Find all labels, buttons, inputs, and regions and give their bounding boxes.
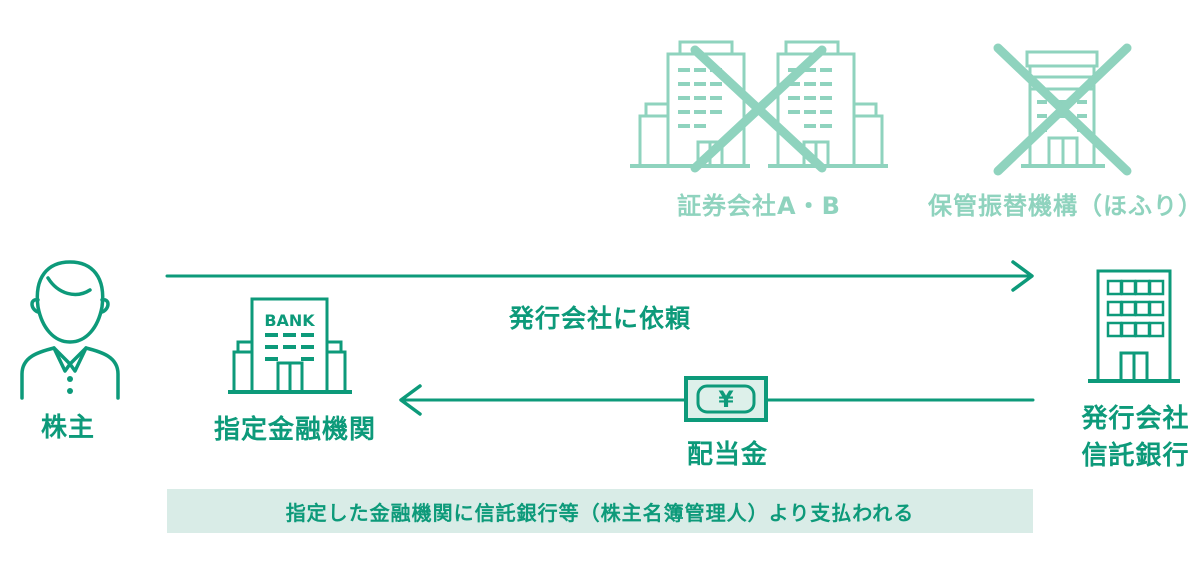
issuer-label-line1: 発行会社 bbox=[1081, 404, 1190, 434]
left-building-windows bbox=[678, 68, 722, 128]
bank-icon: BANK bbox=[228, 297, 352, 394]
office-building-icon bbox=[1088, 269, 1180, 383]
issuer-label: 発行会社 信託銀行 bbox=[1063, 401, 1200, 475]
payment-note-band: 指定した金融機関に信託銀行等（株主名簿管理人）より支払われる bbox=[167, 489, 1033, 533]
money-banknote-icon: ¥ bbox=[684, 376, 768, 422]
shareholder-label: 株主 bbox=[40, 413, 95, 443]
securities-companies-label: 証券会社A・B bbox=[677, 192, 841, 220]
crossed-depository-building-icon bbox=[993, 43, 1132, 176]
depository-label: 保管振替機構（ほふり） bbox=[928, 192, 1200, 220]
issuer-label-line2: 信託銀行 bbox=[1081, 441, 1190, 471]
person-icon bbox=[20, 260, 120, 400]
request-flow-label: 発行会社に依頼 bbox=[508, 304, 691, 333]
dividend-flow-label: 配当金 bbox=[686, 440, 768, 470]
request-arrow-head bbox=[1011, 260, 1034, 292]
cross-out-x-icon bbox=[993, 43, 1132, 176]
yen-symbol: ¥ bbox=[718, 388, 734, 413]
cross-out-x-icon bbox=[690, 45, 827, 173]
designated-bank-label: 指定金融機関 bbox=[213, 415, 376, 445]
payment-note-text: 指定した金融機関に信託銀行等（株主名簿管理人）より支払われる bbox=[285, 500, 915, 525]
bank-windows bbox=[265, 333, 314, 361]
bank-sign-text: BANK bbox=[264, 311, 315, 330]
dividend-arrow-head bbox=[399, 384, 422, 416]
crossed-securities-buildings-icon bbox=[630, 40, 888, 173]
issuer-windows bbox=[1106, 279, 1165, 338]
